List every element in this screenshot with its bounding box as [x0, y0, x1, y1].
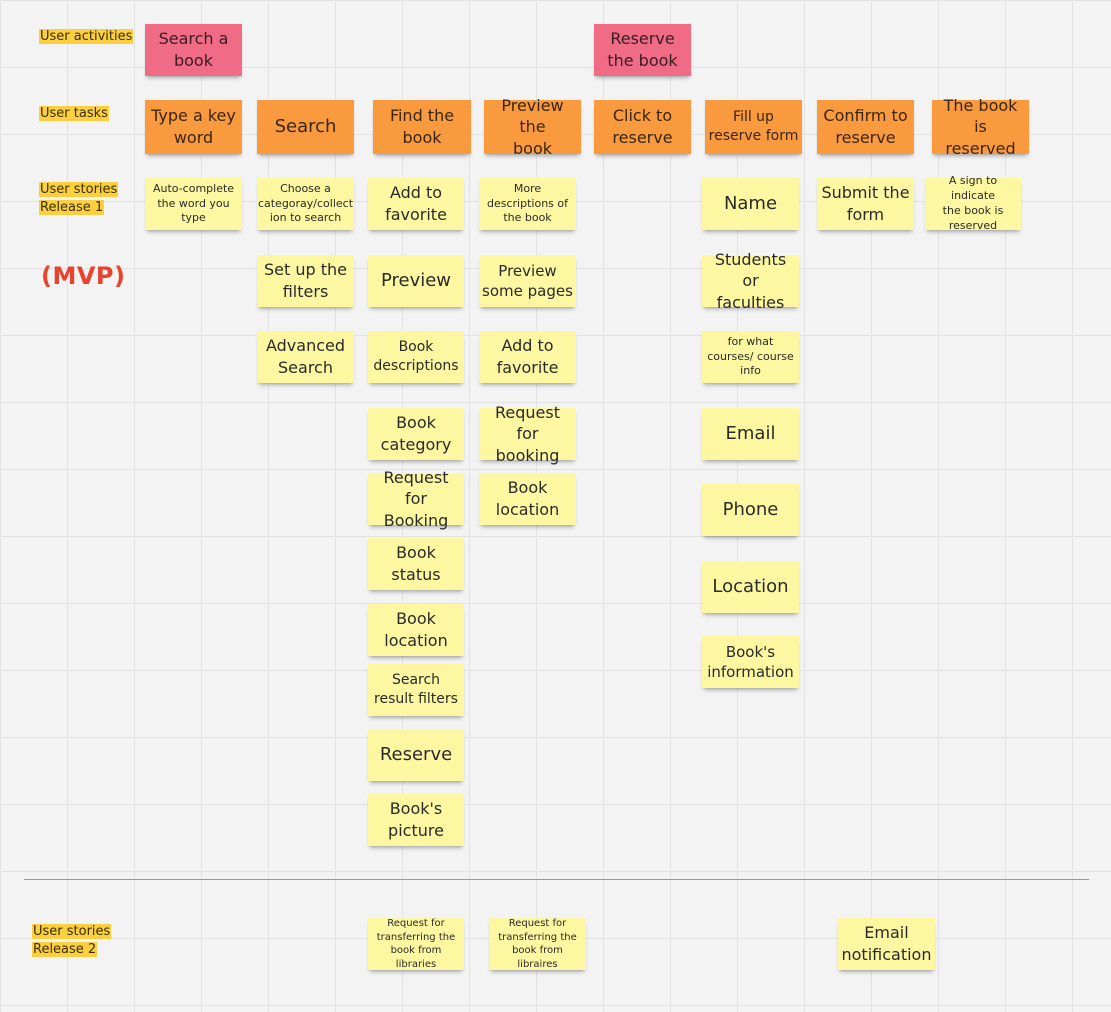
task-note[interactable]: Preview the book — [484, 96, 581, 158]
story-note[interactable]: Set up the filters — [257, 255, 354, 307]
story-note[interactable]: A sign to indicate the book is reserved — [925, 174, 1021, 232]
story-note[interactable]: Reserve — [368, 729, 464, 781]
mvp-label: (MVP) — [41, 262, 126, 290]
story-note[interactable]: Request for Booking — [368, 468, 464, 530]
story-note[interactable]: Request for transferring the book from l… — [368, 918, 464, 970]
story-note[interactable]: Email — [702, 408, 799, 460]
story-note[interactable]: Auto-complete the word you type — [145, 178, 242, 230]
story-note[interactable]: Book category — [368, 408, 464, 460]
story-note[interactable]: Book location — [368, 604, 464, 656]
story-note[interactable]: Name — [702, 178, 799, 230]
story-note[interactable]: Request for transferring the book from l… — [489, 918, 586, 970]
story-note[interactable]: Book's picture — [368, 794, 464, 846]
story-note[interactable]: Choose a categoray/collect ion to search — [257, 178, 354, 230]
story-note[interactable]: Phone — [702, 484, 799, 536]
story-note[interactable]: Preview some pages — [479, 255, 576, 307]
story-note[interactable]: Search result filters — [368, 664, 464, 716]
story-note[interactable]: Submit the form — [817, 178, 914, 230]
task-note[interactable]: The book is reserved — [932, 96, 1029, 158]
story-note[interactable]: Advanced Search — [257, 331, 354, 383]
story-note[interactable]: for what courses/ course info — [702, 331, 799, 383]
story-note[interactable]: Preview — [368, 255, 464, 307]
story-note[interactable]: Location — [702, 561, 799, 613]
story-note[interactable]: Add to favorite — [368, 178, 464, 230]
release-divider — [24, 879, 1089, 880]
task-note[interactable]: Confirm to reserve — [817, 100, 914, 154]
story-note[interactable]: Book descriptions — [368, 331, 464, 383]
story-note[interactable]: Add to favorite — [479, 331, 576, 383]
story-note[interactable]: Students or faculties — [702, 250, 799, 312]
story-note[interactable]: More descriptions of the book — [479, 178, 576, 230]
row-label-user-stories-release-2: User stories Release 2 — [32, 924, 112, 957]
story-note[interactable]: Book status — [368, 538, 464, 590]
task-note[interactable]: Find the book — [373, 100, 471, 154]
story-note[interactable]: Request for booking — [479, 403, 576, 465]
activity-note[interactable]: Reserve the book — [594, 24, 691, 76]
task-note[interactable]: Search — [257, 100, 354, 154]
task-note[interactable]: Click to reserve — [594, 100, 691, 154]
row-label-user-tasks: User tasks — [39, 106, 109, 121]
story-note[interactable]: Book location — [479, 473, 576, 525]
story-note[interactable]: Book's information — [702, 636, 799, 688]
task-note[interactable]: Type a key word — [145, 100, 242, 154]
row-label-user-activities: User activities — [39, 29, 134, 44]
row-label-user-stories-release-1: User stories Release 1 — [39, 182, 119, 215]
story-note[interactable]: Email notification — [838, 918, 935, 970]
task-note[interactable]: Fill up reserve form — [705, 100, 802, 154]
activity-note[interactable]: Search a book — [145, 24, 242, 76]
